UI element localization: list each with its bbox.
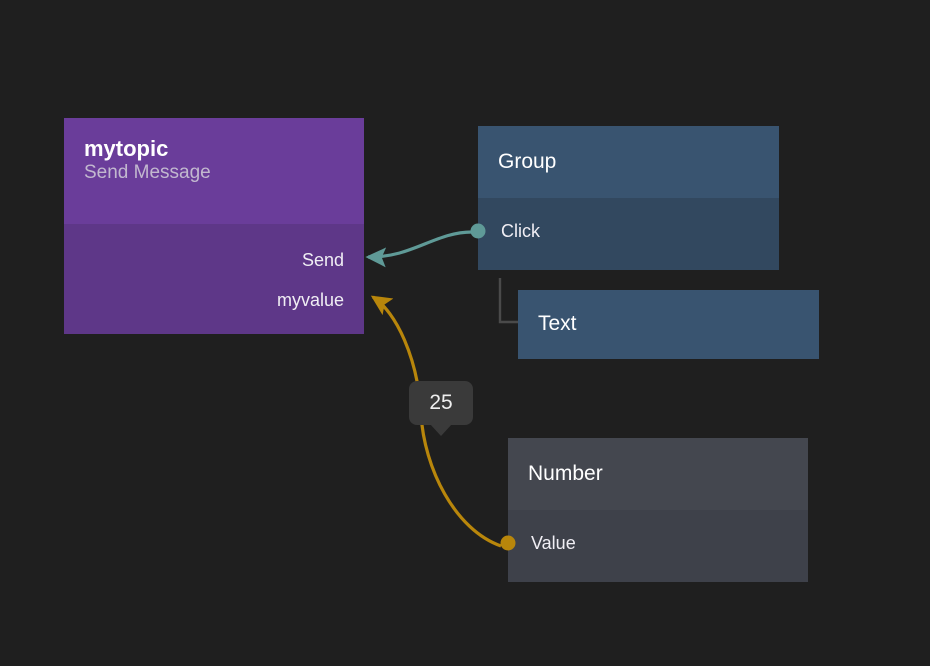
port-row-myvalue[interactable]: myvalue	[64, 280, 364, 320]
edge-value-badge: 25	[409, 381, 473, 436]
node-mytopic-header[interactable]: mytopic Send Message	[64, 118, 364, 224]
node-group-title: Group	[498, 149, 557, 173]
edge-value-badge-text: 25	[429, 391, 453, 414]
node-group-header[interactable]: Group	[478, 126, 779, 198]
port-row-click[interactable]: Click	[470, 211, 779, 251]
node-mytopic-body: Send myvalue	[64, 224, 364, 334]
node-mytopic-title: mytopic	[84, 136, 169, 161]
port-row-send[interactable]: Send	[64, 240, 364, 280]
node-number[interactable]: Number Value	[500, 438, 808, 582]
port-dot-click[interactable]	[470, 223, 486, 239]
node-number-header[interactable]: Number	[508, 438, 808, 510]
edge-click-to-send[interactable]	[365, 230, 473, 268]
node-number-title: Number	[528, 461, 603, 485]
port-label-send: Send	[301, 249, 344, 270]
port-label-myvalue: myvalue	[276, 289, 344, 310]
port-label-click: Click	[501, 220, 540, 241]
node-group[interactable]: Group Click	[470, 126, 779, 270]
node-text-title: Text	[538, 312, 577, 336]
node-text[interactable]: Text	[518, 290, 819, 359]
node-mytopic-subtitle: Send Message	[84, 161, 211, 183]
tree-connector-line	[498, 278, 519, 324]
node-text-header[interactable]: Text	[518, 290, 819, 359]
edge-value-badge-tail	[430, 424, 452, 436]
port-label-value: Value	[531, 532, 576, 553]
node-mytopic[interactable]: mytopic Send Message Send myvalue	[64, 118, 364, 334]
port-row-value[interactable]: Value	[500, 523, 808, 563]
node-number-body: Value	[500, 510, 808, 582]
port-dot-value[interactable]	[500, 535, 516, 551]
node-group-body: Click	[470, 198, 779, 270]
